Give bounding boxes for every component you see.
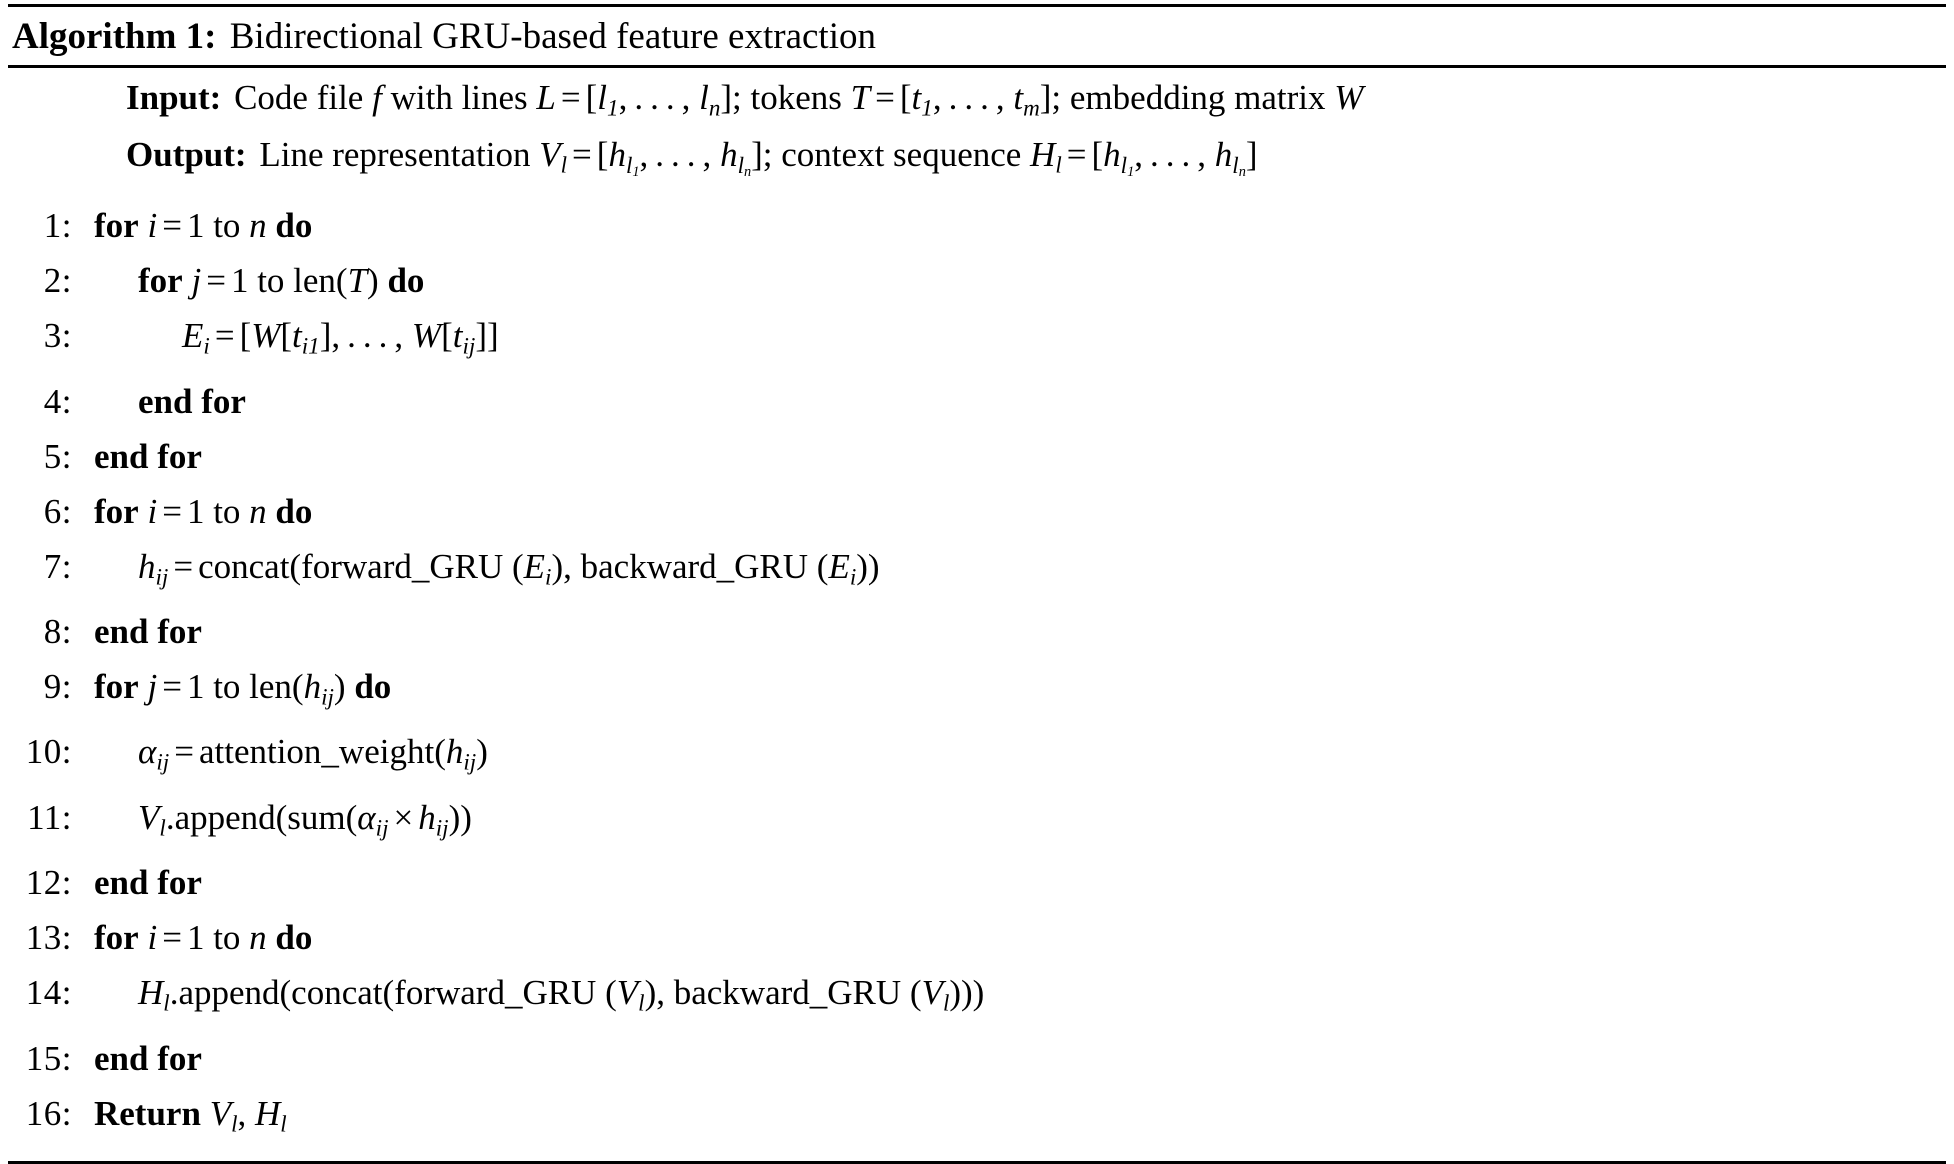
algorithm-caption-title: Bidirectional GRU-based feature extracti… [229, 16, 876, 57]
caption-rule [8, 65, 1946, 68]
code-statement: Ei=[W[ti1], . . . , W[tij]] [182, 316, 499, 359]
code-statement: hij=concat(forward_GRU (Ei), backward_GR… [138, 546, 880, 589]
input-label: Input: [126, 78, 222, 117]
output-label: Output: [126, 135, 247, 175]
code-statement: for j=1 to len(hij) do [94, 666, 392, 710]
line-number: 14: [25, 973, 72, 1013]
output-value: Line representation Vl=[hl1, . . . , hln… [259, 135, 1258, 181]
algorithm-caption-label: Algorithm 1: [12, 16, 217, 57]
code-line-14: 14: Hl.append(concat(forward_GRU (Vl), b… [8, 965, 1946, 1030]
algorithm-caption: Algorithm 1: Bidirectional GRU-based fea… [8, 7, 1946, 65]
line-number: 13: [25, 918, 72, 958]
code-statement: for i=1 to n do [94, 206, 313, 246]
line-number: 8: [43, 611, 72, 651]
line-number: 6: [43, 491, 72, 531]
code-statement: for i=1 to n do [94, 918, 313, 958]
code-statement: end for [94, 863, 202, 903]
code-line-8: 8: end for [8, 604, 1946, 659]
code-statement: Vl.append(sum(αij×hij)) [138, 797, 472, 841]
code-line-3: 3: Ei=[W[ti1], . . . , W[tij]] [8, 308, 1946, 373]
algorithm-body: 1: for i=1 to n do 2: for j=1 to len(T) … [8, 196, 1946, 1161]
code-statement: end for [138, 381, 246, 421]
code-line-13: 13: for i=1 to n do [8, 910, 1946, 965]
code-line-12: 12: end for [8, 855, 1946, 910]
line-number: 12: [25, 863, 72, 903]
line-number: 10: [25, 732, 72, 772]
code-line-11: 11: Vl.append(sum(αij×hij)) [8, 790, 1946, 855]
code-line-6: 6: for i=1 to n do [8, 484, 1946, 539]
code-statement: end for [94, 436, 202, 476]
code-statement: for j=1 to len(T) do [138, 261, 425, 301]
code-statement: end for [94, 1038, 202, 1078]
code-statement: end for [94, 611, 202, 651]
line-number: 5: [43, 436, 72, 476]
input-value: Code file f with lines L=[l1, . . . , ln… [234, 78, 1364, 121]
line-number: 9: [43, 666, 72, 706]
top-rule [8, 4, 1946, 7]
algorithm-input-line: Input: Code file f with lines L=[l1, . .… [8, 74, 1946, 131]
line-number: 7: [43, 546, 72, 586]
line-number: 11: [27, 797, 72, 837]
code-statement: Hl.append(concat(forward_GRU (Vl), backw… [138, 973, 985, 1016]
algorithm-output-line: Output: Line representation Vl=[hl1, . .… [8, 131, 1946, 196]
code-statement: for i=1 to n do [94, 491, 313, 531]
code-line-1: 1: for i=1 to n do [8, 198, 1946, 253]
line-number: 2: [43, 261, 72, 301]
line-number: 3: [43, 316, 72, 356]
code-line-2: 2: for j=1 to len(T) do [8, 253, 1946, 308]
code-line-15: 15: end for [8, 1031, 1946, 1086]
code-line-16: 16: Return Vl, Hl [8, 1086, 1946, 1151]
line-number: 16: [25, 1093, 72, 1133]
code-statement: αij=attention_weight(hij) [138, 732, 488, 775]
code-statement: Return Vl, Hl [94, 1093, 287, 1137]
line-number: 4: [43, 381, 72, 421]
line-number: 15: [25, 1038, 72, 1078]
algorithm-block: Algorithm 1: Bidirectional GRU-based fea… [8, 0, 1946, 1164]
code-line-5: 5: end for [8, 429, 1946, 484]
code-line-4: 4: end for [8, 374, 1946, 429]
code-line-7: 7: hij=concat(forward_GRU (Ei), backward… [8, 539, 1946, 604]
code-line-9: 9: for j=1 to len(hij) do [8, 659, 1946, 724]
algorithm-io-block: Input: Code file f with lines L=[l1, . .… [8, 68, 1946, 196]
line-number: 1: [43, 206, 72, 246]
code-line-10: 10: αij=attention_weight(hij) [8, 724, 1946, 789]
